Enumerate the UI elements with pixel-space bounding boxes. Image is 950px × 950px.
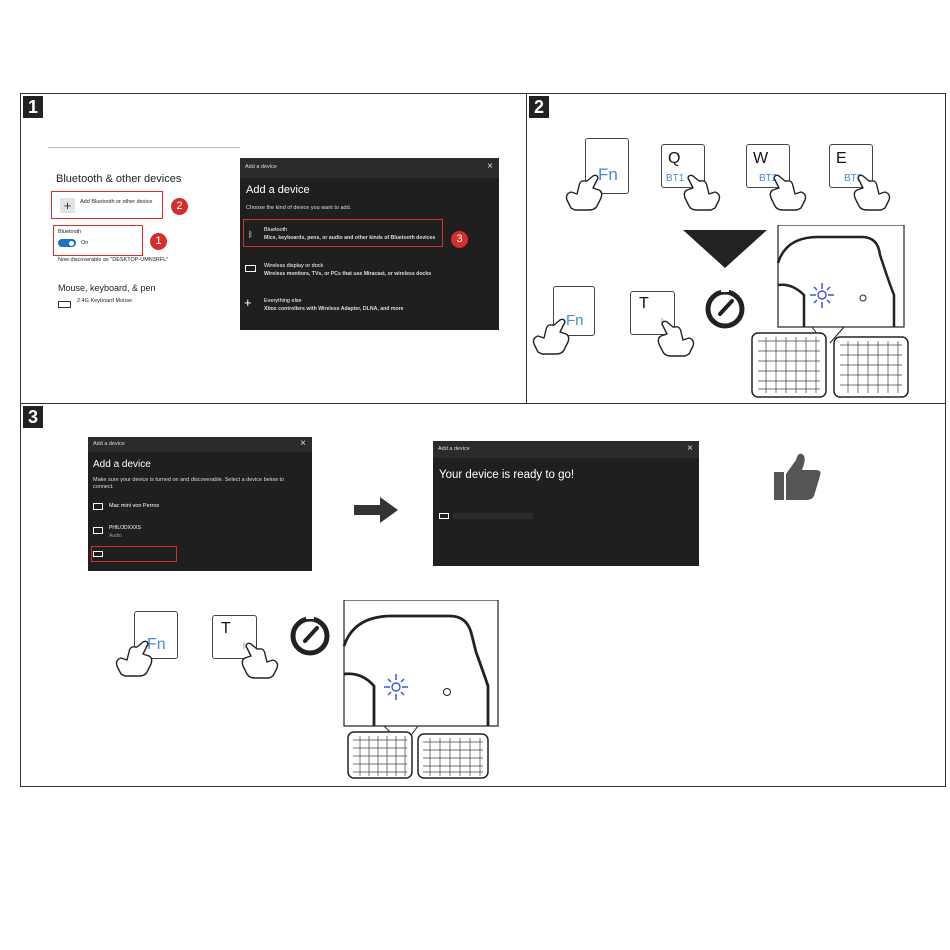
hand-press-icon	[532, 318, 570, 355]
e-key-label: E	[836, 150, 847, 167]
hand-press-icon	[853, 174, 891, 211]
step-number-1: 1	[23, 96, 43, 118]
plus-icon: +	[244, 295, 252, 310]
toggle-knob	[69, 240, 74, 246]
option-bluetooth-title: Bluetooth	[264, 227, 288, 233]
device-item-name: PHILODXXXS	[109, 525, 141, 531]
q-key-bt-label: BT1	[666, 173, 685, 184]
settings-window: Bluetooth & other devices + Add Bluetoot…	[48, 147, 240, 319]
dialog-titlebar: Add a device ×	[433, 441, 699, 458]
keyboard-icon	[58, 301, 71, 308]
settings-title: Bluetooth & other devices	[56, 173, 182, 185]
bluetooth-label: Bluetooth	[58, 229, 82, 235]
device-list-dialog: Add a device × Add a device Make sure yo…	[88, 437, 312, 571]
callout-3: 3	[451, 231, 468, 248]
device-bar	[453, 513, 533, 519]
option-else-title: Everything else	[264, 298, 302, 304]
device-list-item[interactable]: Mac mini von Perrox	[92, 499, 292, 515]
bluetooth-icon: ᛒ	[248, 230, 253, 239]
w-key-label: W	[753, 150, 769, 167]
dialog-heading: Add a device	[246, 184, 310, 196]
bluetooth-icon: ᛒ	[660, 317, 665, 326]
ready-message: Your device is ready to go!	[439, 469, 575, 481]
dialog-prompt: Choose the kind of device you want to ad…	[246, 205, 352, 211]
device-item-name: Mac mini von Perrox	[109, 503, 160, 509]
highlight-add-device	[51, 191, 163, 219]
close-icon[interactable]: ×	[687, 443, 693, 454]
device-list-item[interactable]: PHILODXXXS Audio	[92, 522, 292, 542]
t-key-label: T	[639, 295, 649, 312]
device-name[interactable]: 2.4G Keyboard Mouse	[77, 298, 133, 304]
bluetooth-toggle[interactable]	[58, 239, 76, 247]
thumbs-up-icon	[774, 453, 821, 500]
device-ready-dialog: Add a device × Your device is ready to g…	[433, 441, 699, 566]
bluetooth-icon: ᛒ	[242, 641, 247, 650]
section-mouse-keyboard: Mouse, keyboard, & pen	[58, 283, 156, 293]
computer-icon	[93, 527, 103, 534]
monitor-icon	[245, 265, 256, 272]
device-item-sub: Audio	[109, 533, 122, 539]
dialog-titlebar: Add a device ×	[88, 437, 312, 452]
highlight-keyboard-device[interactable]	[91, 546, 177, 562]
dialog-titlebar-text: Add a device	[245, 164, 277, 170]
add-device-button[interactable]: + Add Bluetooth or other device	[56, 195, 186, 217]
dialog-titlebar-text: Add a device	[93, 441, 125, 447]
keyboard-closeup-image	[751, 225, 909, 398]
option-wireless-display[interactable]: Wireless display or dock Wireless monito…	[244, 261, 469, 283]
add-device-label: Add Bluetooth or other device	[80, 199, 153, 205]
fn-key-label: Fn	[566, 312, 584, 329]
option-else-desc: Xbox controllers with Wireless Adapter, …	[264, 306, 404, 312]
t-key-label: T	[221, 620, 231, 637]
close-icon[interactable]: ×	[300, 438, 306, 449]
discoverable-text: Now discoverable as "DESKTOP-UMN3RFL"	[58, 257, 169, 263]
highlight-bluetooth-toggle	[53, 225, 143, 256]
option-bluetooth[interactable]: ᛒ Bluetooth Mice, keyboards, pens, or au…	[244, 223, 469, 249]
keyboard-icon	[439, 513, 449, 519]
dialog-titlebar: Add a device ×	[240, 158, 499, 178]
arrow-down-icon	[683, 230, 767, 268]
step-number-3: 3	[23, 406, 43, 428]
w-key[interactable]: W BT2	[746, 144, 790, 188]
close-icon[interactable]: ×	[487, 161, 493, 172]
plus-icon: +	[60, 198, 75, 213]
timer-icon	[705, 287, 745, 329]
step-number-2: 2	[529, 96, 549, 118]
q-key-label: Q	[668, 150, 681, 167]
arrow-right-icon	[354, 497, 398, 523]
keyboard-closeup-image	[342, 600, 499, 779]
option-everything-else[interactable]: + Everything else Xbox controllers with …	[244, 295, 469, 318]
hand-press-icon	[769, 174, 807, 211]
option-display-desc: Wireless monitors, TVs, or PCs that use …	[264, 271, 432, 277]
option-display-title: Wireless display or dock	[264, 263, 324, 269]
callout-2: 2	[171, 198, 188, 215]
settings-top-rule	[48, 147, 240, 148]
highlight-bluetooth-option	[243, 219, 443, 247]
hand-press-icon	[115, 640, 153, 677]
fn-key-label: Fn	[147, 636, 166, 653]
e-key-bt-label: BT3	[844, 173, 863, 184]
w-key-bt-label: BT2	[759, 173, 778, 184]
fn-key-label: Fn	[598, 165, 618, 184]
toggle-state-label: On	[81, 240, 89, 246]
timer-icon	[290, 614, 330, 656]
callout-1: 1	[150, 233, 167, 250]
hand-press-icon	[683, 174, 721, 211]
fn-key[interactable]: Fn	[585, 138, 629, 194]
hand-press-icon	[657, 320, 695, 357]
option-bluetooth-desc: Mice, keyboards, pens, or audio and othe…	[264, 235, 436, 241]
q-key[interactable]: Q BT1	[661, 144, 705, 188]
keyboard-icon	[93, 551, 103, 557]
computer-icon	[93, 503, 103, 510]
dialog-titlebar-text: Add a device	[438, 446, 470, 452]
hand-press-icon	[565, 174, 603, 211]
dialog-prompt: Make sure your device is turned on and d…	[93, 477, 285, 490]
dialog-heading: Add a device	[93, 459, 151, 470]
hand-press-icon	[241, 642, 279, 679]
